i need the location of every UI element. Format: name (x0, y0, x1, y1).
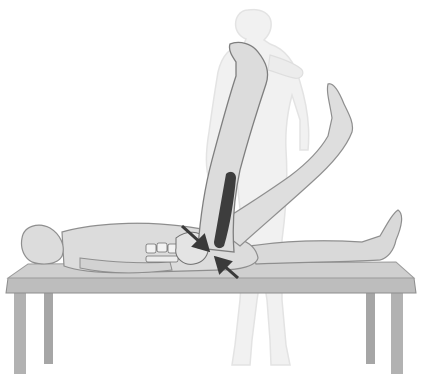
table-leg-right-front (391, 288, 403, 374)
examination-table (6, 262, 416, 374)
patient-head (21, 225, 63, 264)
table-top (6, 278, 416, 293)
table-leg-left-front (14, 288, 26, 374)
table-leg-left-back (44, 282, 53, 364)
table-leg-right-back (366, 282, 375, 364)
